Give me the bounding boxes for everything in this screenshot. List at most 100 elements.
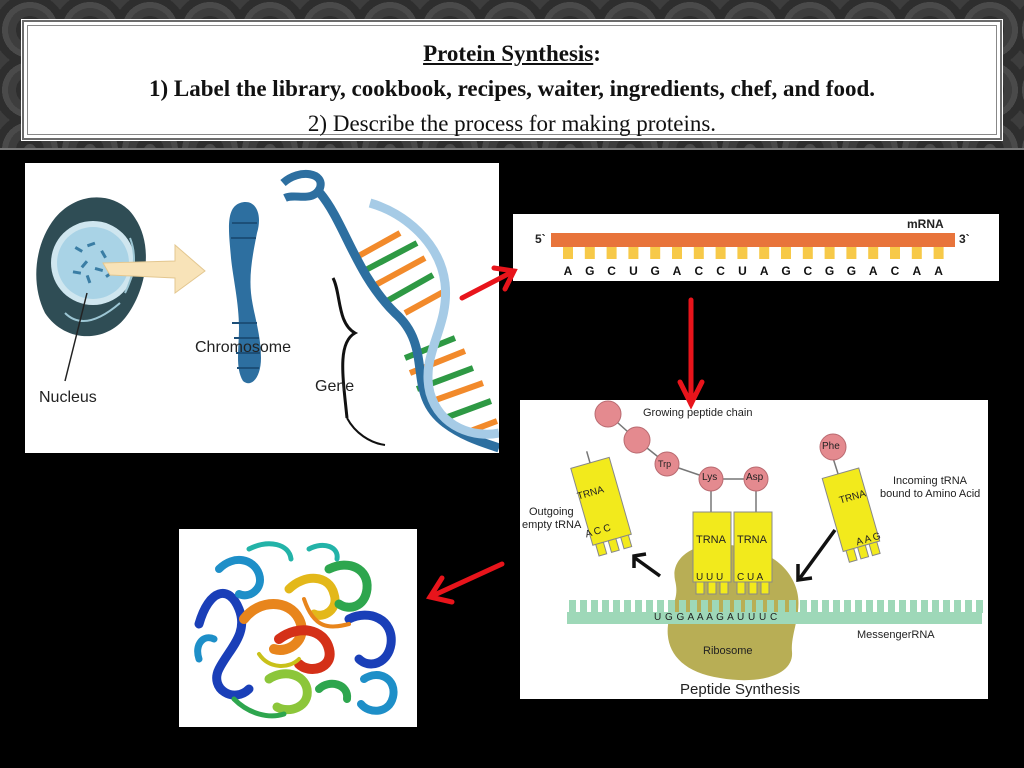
incoming-trna	[821, 467, 881, 563]
mrna-codon-tooth	[613, 600, 620, 613]
outgoing-label-2: empty tRNA	[522, 519, 582, 531]
mrna-base-letter: C	[607, 264, 616, 278]
nucleus-label: Nucleus	[39, 389, 97, 406]
mrna-base-tick	[672, 247, 682, 259]
mrna-codon-tooth	[723, 600, 730, 613]
mrna-base-letter: A	[760, 264, 769, 278]
mrna-codon-tooth	[833, 600, 840, 613]
mrna-codon-tooth	[580, 600, 587, 613]
mrna-base-tick	[606, 247, 617, 259]
mrna-base-letter: A	[934, 264, 943, 278]
messenger-rna-label: MessengerRNA	[857, 629, 935, 641]
mrna-codon-tooth	[976, 600, 983, 613]
mrna-base-letter: A	[673, 264, 682, 278]
mrna-base-tick	[650, 247, 661, 259]
mrna-codon-tooth	[668, 600, 675, 613]
mrna-base-letter: G	[585, 264, 594, 278]
mrna-codon-tooth	[866, 600, 873, 613]
growing-chain-label: Growing peptide chain	[643, 407, 753, 419]
mrna-base-letter: G	[825, 264, 834, 278]
mrna-backbone	[551, 233, 955, 247]
gene-label: Gene	[315, 378, 355, 395]
gene-brace	[331, 277, 359, 419]
mrna-base-letter: C	[694, 264, 703, 278]
mrna-base-letter: A	[564, 264, 573, 278]
mrna-codon-tooth	[910, 600, 917, 613]
mrna-codon-tooth	[767, 600, 774, 613]
mrna-codon-tooth	[569, 600, 576, 613]
mrna-base-tick	[584, 247, 595, 259]
dna-helix-illustration	[316, 190, 499, 453]
mrna-codon-tooth	[800, 600, 807, 613]
mrna-base-tick	[933, 247, 944, 259]
mrna-base-letter: G	[651, 264, 660, 278]
cell-dna-diagram: Nucleus Chromosome Gene	[25, 163, 499, 453]
mrna-codon-tooth	[701, 600, 708, 613]
exit-arrow	[632, 552, 662, 578]
mrna-codon-tooth	[855, 600, 862, 613]
mrna-codon-tooth	[822, 600, 829, 613]
mrna-codon-tooth	[657, 600, 664, 613]
mrna-codon-tooth	[943, 600, 950, 613]
peptide-synthesis-diagram: Growing peptide chain Outgoing empty tRN…	[520, 400, 988, 699]
mrna-base-letter: A	[869, 264, 878, 278]
mrna-base-tick	[824, 247, 835, 259]
mrna-codon-tooth	[591, 600, 598, 613]
mrna-codon-tooth	[899, 600, 906, 613]
mrna-base-letter: U	[629, 264, 638, 278]
chromosome-illustration	[228, 170, 325, 384]
mrna-codon-tooth	[646, 600, 653, 613]
mrna-codon-tooth	[734, 600, 741, 613]
lys-label: Lys	[702, 472, 718, 483]
mrna-base-tick	[846, 247, 857, 259]
mrna-codon-tooth	[778, 600, 785, 613]
mrna-base-letter: C	[803, 264, 812, 278]
mrna-base-tick	[759, 247, 770, 259]
mrna-codon-tooth	[932, 600, 939, 613]
mrna-base-letter: C	[716, 264, 725, 278]
instruction-2: 2) Describe the process for making prote…	[307, 111, 717, 136]
mrna-codon-tooth	[877, 600, 884, 613]
mrna-codon-tooth	[624, 600, 631, 613]
protein-ribbon-structure	[194, 541, 398, 719]
asp-trna-label: TRNA	[737, 534, 767, 546]
mrna-codon-tooth	[844, 600, 851, 613]
mrna-base-tick	[890, 247, 900, 259]
mrna-codon-tooth	[745, 600, 752, 613]
mrna-codon-tooth	[789, 600, 796, 613]
mrna-base-letter: U	[738, 264, 747, 278]
incoming-label-2: bound to Amino Acid	[880, 488, 981, 500]
peptide-chain	[594, 400, 847, 512]
five-prime-label: 5`	[535, 232, 546, 246]
arrow-to-ribosome	[677, 297, 705, 410]
lys-trna-label: TRNA	[696, 534, 726, 546]
asp-label: Asp	[746, 472, 764, 483]
mrna-base-tick	[802, 247, 813, 259]
mrna-codon-tooth	[690, 600, 697, 613]
peptide-synthesis-caption: Peptide Synthesis	[680, 681, 801, 698]
title-colon: :	[593, 41, 601, 66]
chromosome-label: Chromosome	[195, 339, 292, 356]
mrna-codon-tooth	[811, 600, 818, 613]
mrna-base-tick	[715, 247, 726, 259]
outgoing-trna	[570, 451, 633, 557]
incoming-label: Incoming tRNA	[893, 475, 967, 487]
mrna-title: mRNA	[907, 217, 944, 231]
outgoing-label: Outgoing	[529, 506, 574, 518]
mrna-base-tick	[693, 247, 704, 259]
mrna-base-tick	[628, 247, 639, 259]
trna-lys	[692, 511, 732, 595]
mrna-base-tick	[737, 247, 748, 259]
arrow-to-protein	[425, 561, 505, 605]
folded-protein-diagram	[179, 529, 417, 727]
instruction-1: 1) Label the library, cookbook, recipes,…	[149, 76, 875, 101]
mrna-base-tick	[868, 247, 879, 259]
header-divider	[0, 148, 1024, 150]
mrna-base-letter: G	[781, 264, 790, 278]
mrna-codon-tooth	[712, 600, 719, 613]
title-main: Protein Synthesis	[423, 41, 594, 66]
mrna-codon-tooth	[954, 600, 961, 613]
mrna-codon-tooth	[921, 600, 928, 613]
mrna-codon-tooth	[965, 600, 972, 613]
mrna-base-tick	[781, 247, 791, 259]
